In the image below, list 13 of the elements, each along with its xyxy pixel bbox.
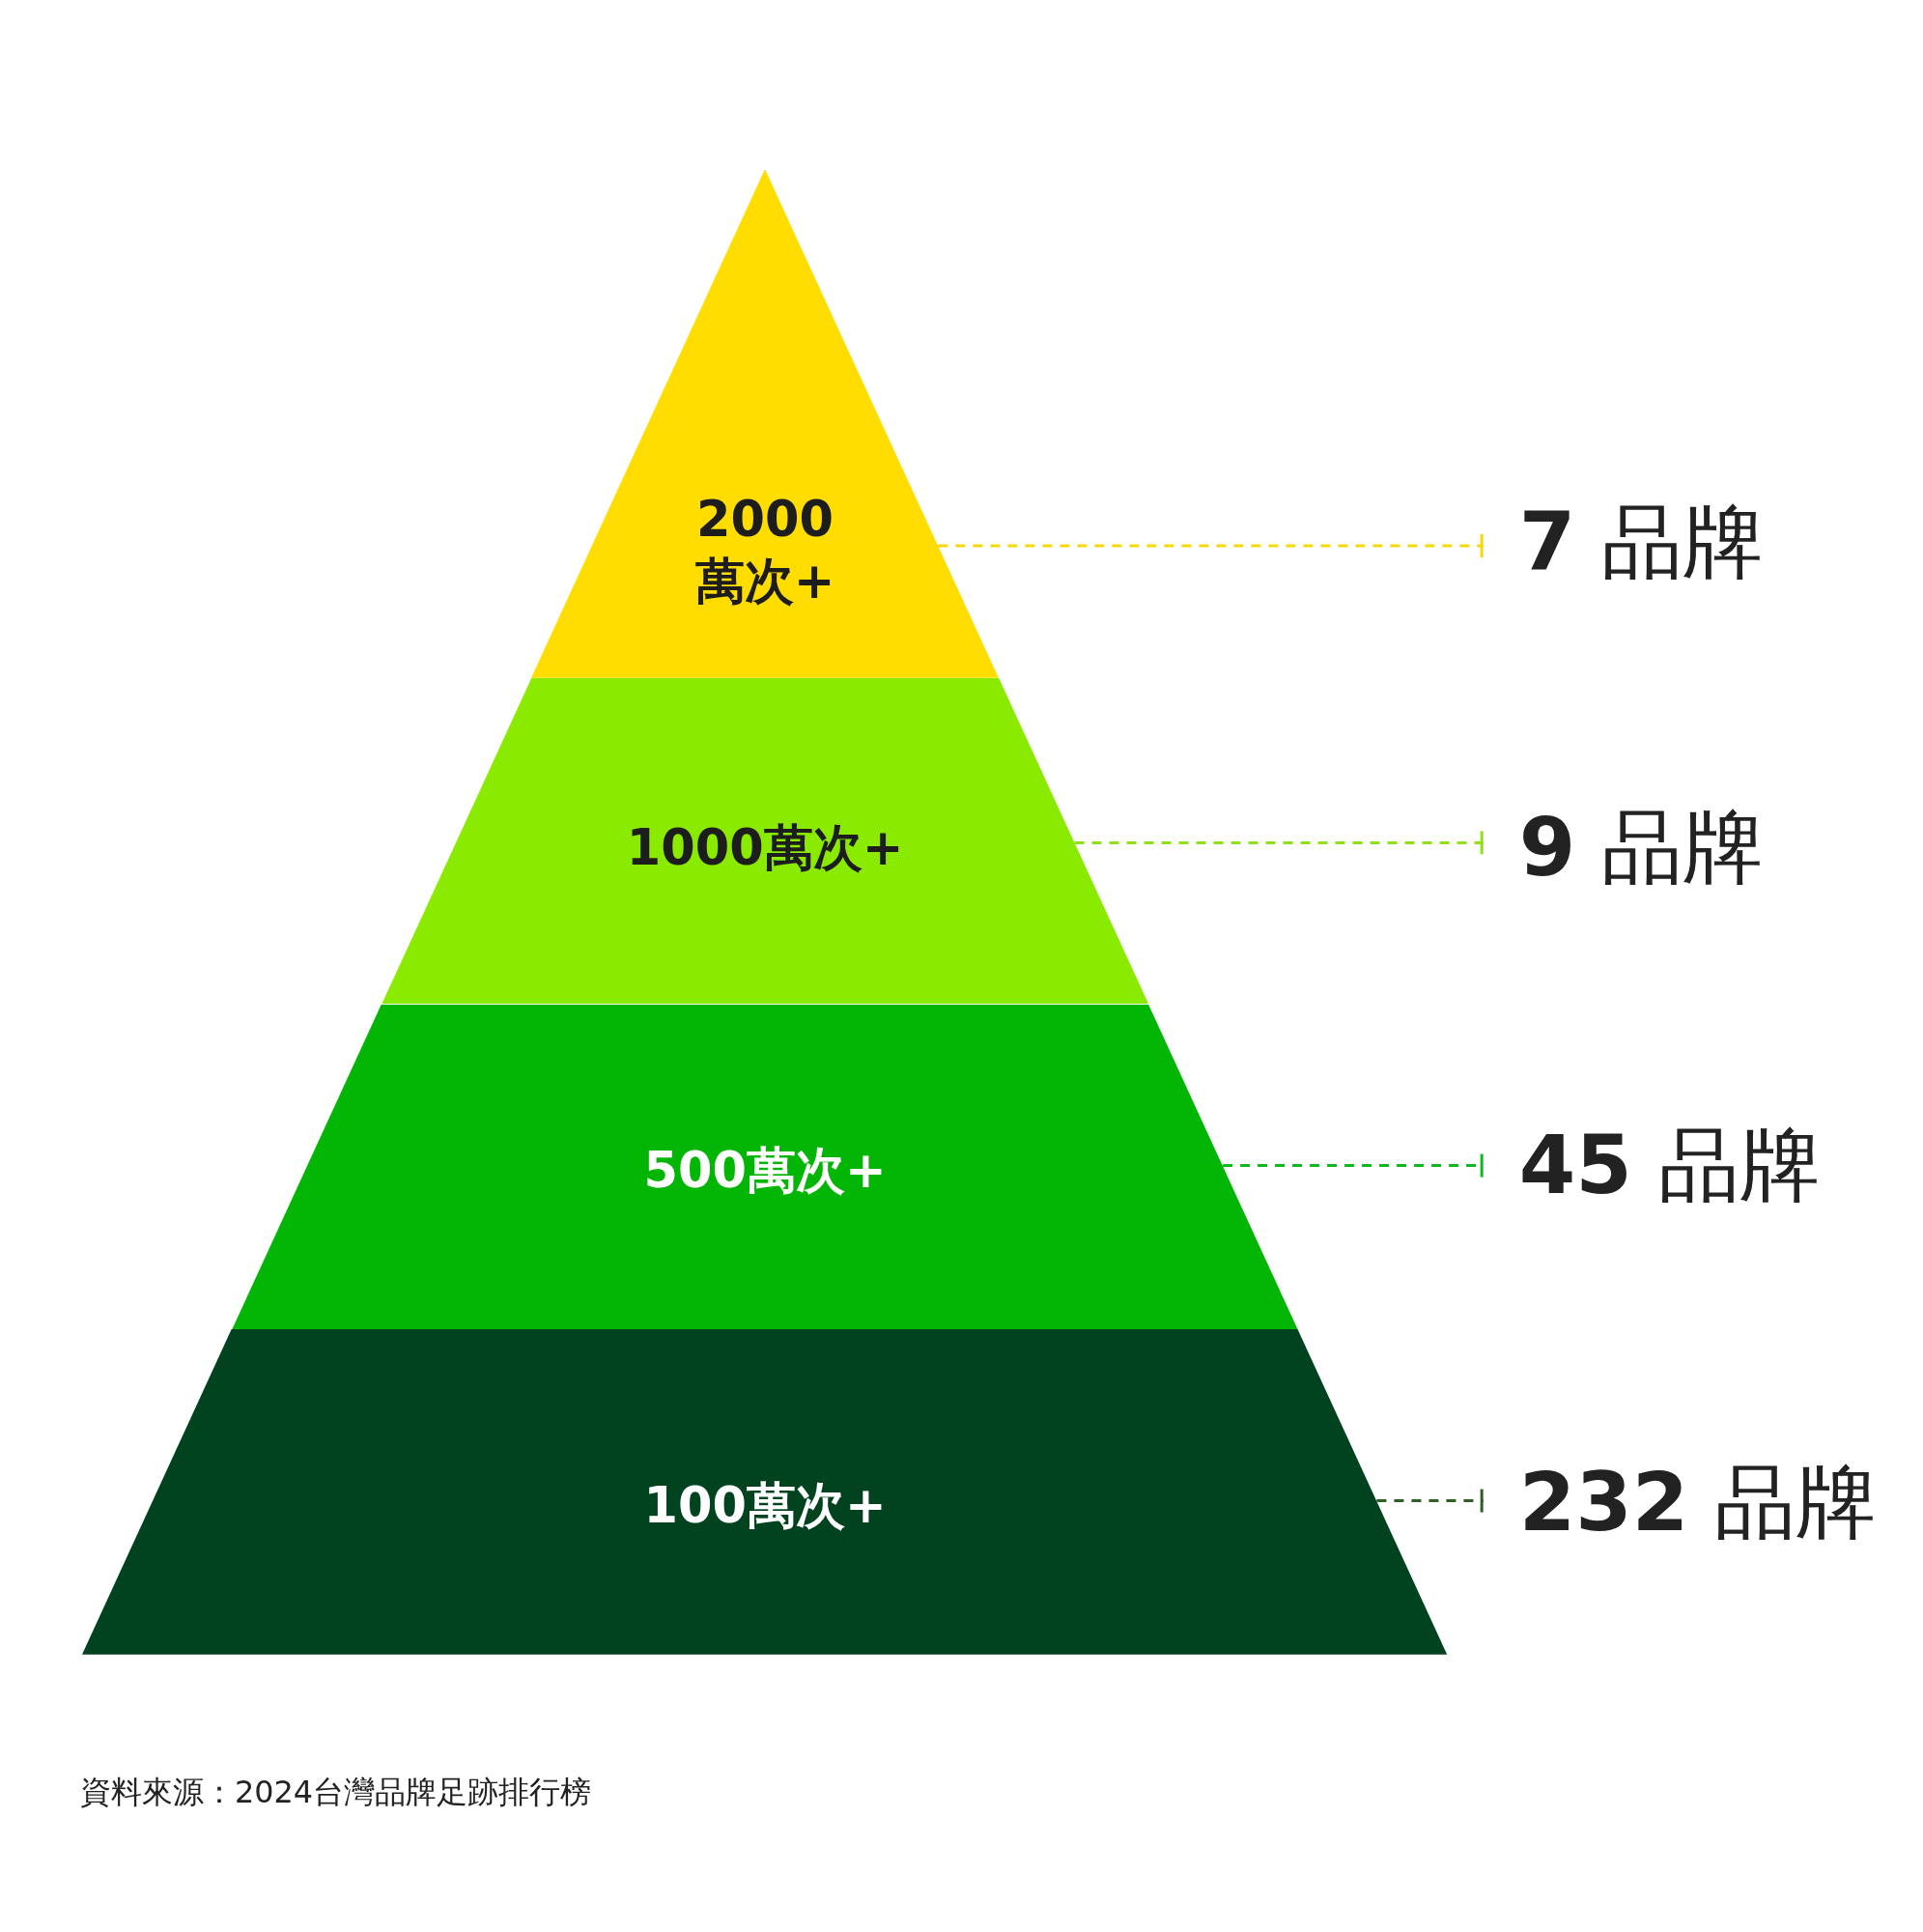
brand-count-label: 7 品牌	[1518, 494, 1764, 592]
source-note: 資料來源：2024台灣品牌足跡排行榜	[79, 1773, 591, 1813]
tier-label: 100萬次+	[642, 1475, 888, 1536]
brand-count-label: 45 品牌	[1518, 1116, 1821, 1214]
brand-count-label: 232 品牌	[1518, 1454, 1878, 1552]
tier-label: 500萬次+	[642, 1140, 888, 1201]
tier-label: 1000萬次+	[625, 817, 905, 878]
leader-line	[1074, 831, 1484, 855]
leader-line	[938, 534, 1484, 558]
leader-line	[1376, 1489, 1484, 1513]
brand-count-label: 9 品牌	[1518, 798, 1764, 896]
leader-line	[1223, 1153, 1484, 1178]
tier-label: 2000萬次+	[693, 490, 836, 612]
